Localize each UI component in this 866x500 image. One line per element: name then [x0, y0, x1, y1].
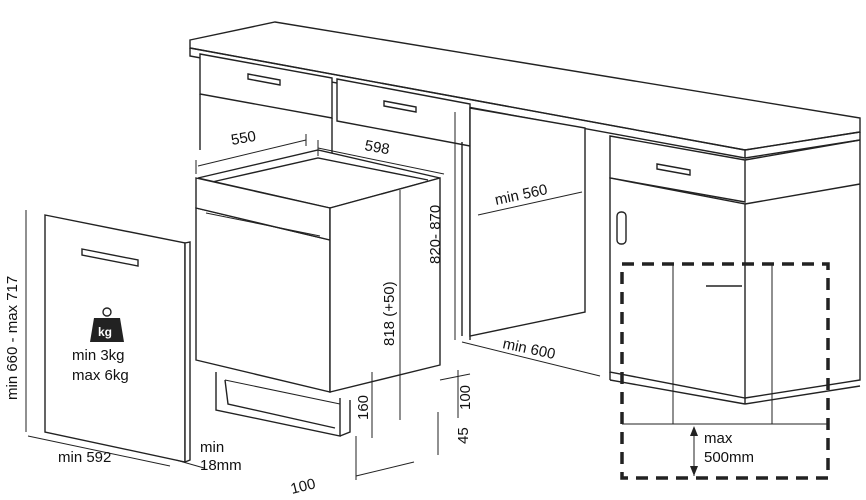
- niche-dashed-outline: [620, 262, 830, 480]
- dim-worktop-height: 820- 870: [427, 205, 444, 264]
- dim-cabinet-depth: 550: [230, 128, 258, 149]
- dim-plinth-100-horizontal: 100: [289, 475, 317, 498]
- dim-gap-max-line1: max: [704, 430, 733, 447]
- dim-plinth-160: 160: [355, 395, 372, 420]
- kitchen-cabinets: [189, 21, 861, 405]
- weight-icon-label: kg: [98, 325, 112, 339]
- dim-gap-max-line2: 500mm: [704, 449, 754, 466]
- dim-panel-width: min 592: [58, 449, 111, 466]
- dim-panel-height: min 660 - max 717: [4, 276, 21, 400]
- weight-max-label: max 6kg: [72, 367, 129, 384]
- weight-min-label: min 3kg: [72, 347, 125, 364]
- dishwasher-appliance: [195, 149, 441, 437]
- dim-plinth-100-vertical: 100: [457, 385, 474, 410]
- weight-icon: kg: [90, 307, 124, 342]
- dimension-lines: [25, 112, 601, 480]
- dim-cabinet-width: 598: [363, 137, 391, 158]
- dim-appliance-height: 818 (+50): [381, 281, 398, 346]
- dim-panel-thickness-line2: 18mm: [200, 457, 242, 474]
- dim-plinth-45: 45: [455, 427, 472, 444]
- dim-panel-thickness-line1: min: [200, 439, 224, 456]
